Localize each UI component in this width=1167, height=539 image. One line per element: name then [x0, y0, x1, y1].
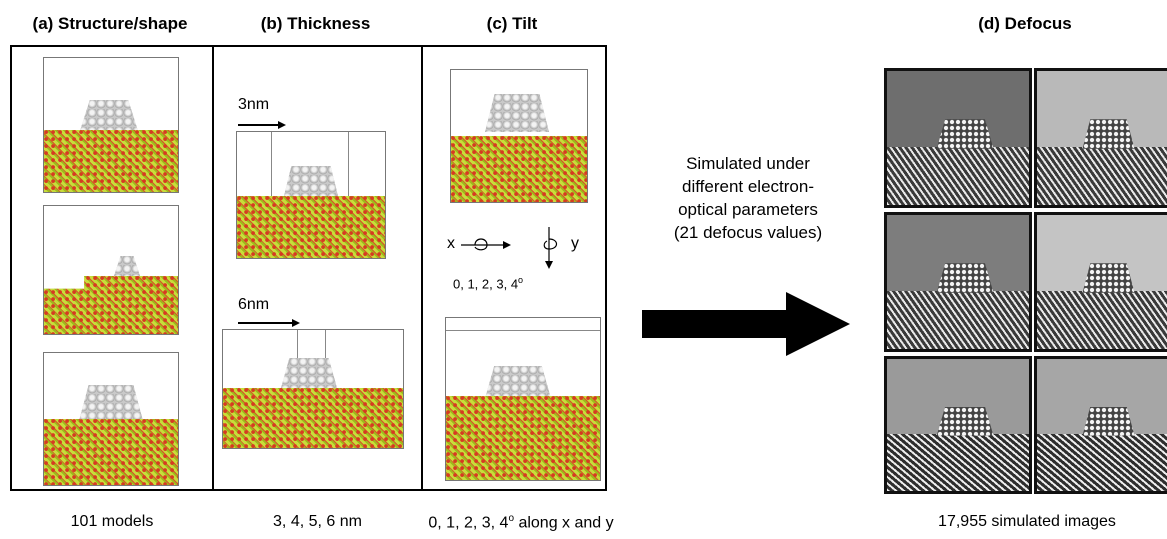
simulated-image-2: [1034, 68, 1167, 208]
tilt-axis-y-label: y: [571, 235, 579, 252]
tilt-axis-x-label: x: [447, 235, 455, 252]
nanoparticle: [485, 94, 549, 132]
nanoparticle: [283, 166, 339, 200]
header-defocus: (d) Defocus: [978, 14, 1072, 33]
support-slab: [223, 388, 403, 448]
nanoparticle: [484, 366, 552, 402]
rotate-x-icon: [461, 238, 511, 251]
nanoparticle: [79, 100, 139, 134]
model-tilt-untilted: [450, 69, 588, 203]
process-arrow: [642, 292, 850, 356]
thickness-arrow-large: [238, 322, 292, 324]
model-structure-2: [43, 205, 179, 335]
support-slab: [44, 130, 178, 192]
model-thickness-6nm: [222, 329, 404, 449]
simulation-description: Simulated under different electron- opti…: [673, 154, 823, 242]
nanoparticle: [281, 358, 337, 388]
model-structure-3: [43, 352, 179, 486]
model-structure-1: [43, 57, 179, 193]
support-slab: [451, 136, 587, 202]
thickness-label-small: 3nm: [238, 96, 270, 113]
thickness-arrowhead-large: [292, 319, 300, 327]
panel-structure: [10, 45, 214, 491]
caption-thickness: 3, 4, 5, 6 nm: [273, 513, 362, 530]
thickness-arrowhead-small: [278, 121, 286, 129]
support-slab: [44, 419, 178, 485]
simulated-image-3: [884, 212, 1032, 352]
panel-tilt: x y 0, 1, 2, 3, 4o: [421, 45, 607, 491]
thickness-label-large: 6nm: [238, 296, 270, 313]
simulated-image-1: [884, 68, 1032, 208]
header-thickness: (b) Thickness: [260, 14, 371, 33]
caption-defocus: 17,955 simulated images: [938, 513, 1116, 530]
support-slab: [44, 276, 178, 334]
panel-thickness: 3nm 6nm: [212, 45, 423, 491]
caption-structure: 101 models: [70, 513, 154, 530]
rotate-y-icon: [543, 227, 558, 269]
caption-tilt: 0, 1, 2, 3, 4o along x and y: [428, 513, 614, 532]
support-slab: [237, 196, 385, 258]
support-slab: [446, 396, 600, 480]
header-structure: (a) Structure/shape: [32, 14, 188, 33]
simulated-image-4: [1034, 212, 1167, 352]
model-tilt-tilted: [445, 317, 601, 481]
model-thickness-3nm: [236, 131, 386, 259]
simulated-image-5: [884, 356, 1032, 494]
header-tilt: (c) Tilt: [486, 14, 538, 33]
thickness-arrow-small: [238, 124, 278, 126]
tilt-angles: 0, 1, 2, 3, 4o: [453, 275, 524, 292]
simulated-image-6: [1034, 356, 1167, 494]
nanoparticle: [79, 385, 143, 421]
nanoparticle: [114, 256, 140, 276]
